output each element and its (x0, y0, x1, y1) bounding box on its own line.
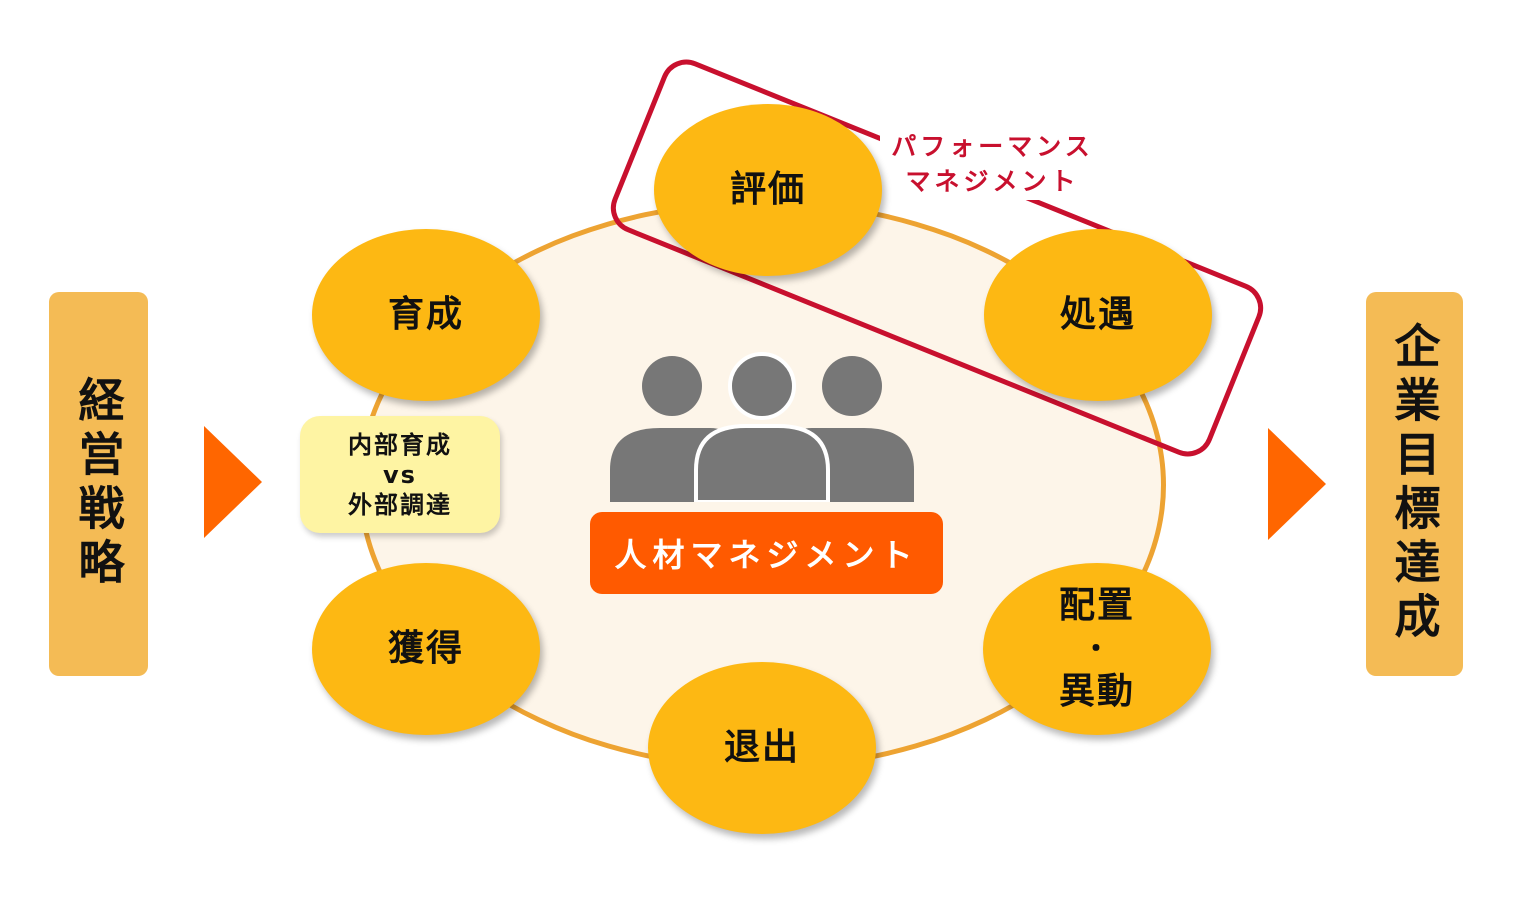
corporate-goal-box: 企業目標達成 (1366, 292, 1463, 676)
performance-label-line1: パフォーマンス (891, 132, 1094, 161)
note-line1: 内部育成 (348, 430, 452, 459)
node-acquisition: 獲得 (312, 563, 540, 735)
make-or-buy-note: 内部育成 vs 外部調達 (300, 416, 500, 533)
person-center-icon (694, 352, 830, 502)
person-center-head-icon (728, 352, 796, 420)
node-treatment: 処遇 (984, 229, 1212, 401)
node-placement-separator: ・ (1081, 632, 1112, 666)
performance-label-line2: マネジメント (905, 167, 1080, 196)
management-strategy-box: 経営戦略 (49, 292, 148, 676)
node-exit: 退出 (648, 662, 876, 834)
node-exit-label: 退出 (723, 726, 800, 768)
node-evaluation-label: 評価 (729, 168, 806, 210)
right-arrow-icon (1268, 428, 1326, 540)
node-treatment-label: 処遇 (1059, 293, 1136, 335)
node-placement-line1: 配置 (1058, 584, 1135, 626)
note-line3: 外部調達 (348, 490, 452, 519)
person-center-body-icon (694, 424, 830, 502)
person-right-head-icon (822, 356, 882, 416)
note-line2: vs (383, 460, 417, 489)
hr-management-label-text: 人材マネジメント (614, 536, 919, 574)
node-development-label: 育成 (387, 293, 464, 335)
node-evaluation: 評価 (654, 104, 882, 276)
left-arrow-icon (204, 426, 262, 538)
management-strategy-text: 経営戦略 (71, 376, 126, 592)
node-development: 育成 (312, 229, 540, 401)
performance-management-label: パフォーマンス マネジメント (880, 128, 1105, 200)
node-placement: 配置 ・ 異動 (983, 563, 1211, 735)
person-left-head-icon (642, 356, 702, 416)
people-group-icon (610, 352, 914, 502)
corporate-goal-text: 企業目標達成 (1387, 322, 1442, 646)
hr-management-label: 人材マネジメント (590, 512, 943, 594)
node-acquisition-label: 獲得 (387, 627, 464, 669)
node-placement-line2: 異動 (1058, 670, 1135, 712)
